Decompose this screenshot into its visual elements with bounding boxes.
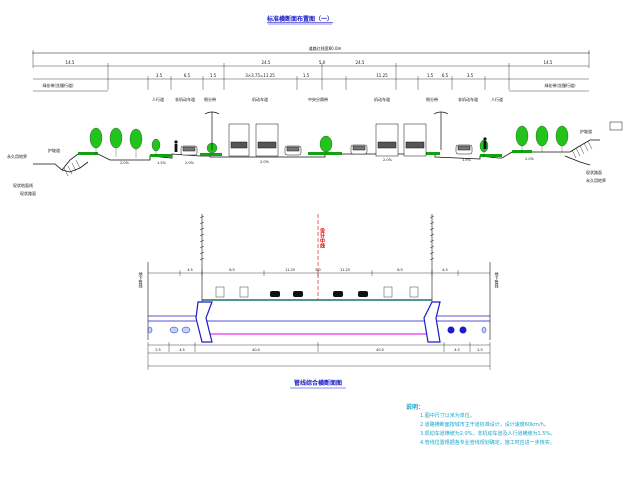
band-label: 非机动车道 bbox=[458, 96, 478, 102]
pipe-dim-bottom: 40.0 bbox=[376, 348, 384, 352]
notes-block: 说明： 1.图中尺寸以米为单位。 2.道路横断面按城市主干道标准设计，设计速度6… bbox=[406, 403, 634, 448]
dim-row2-label: 1.5 bbox=[427, 73, 434, 78]
dim-row2-label: 11.25 bbox=[376, 73, 388, 78]
pipe-dimension-bottom bbox=[147, 342, 491, 370]
pipe-dim-bottom: 2.5 bbox=[477, 348, 483, 352]
dim-row2-label: 3.5 bbox=[156, 73, 163, 78]
band-label: 非机动车道 bbox=[175, 96, 195, 102]
dimension-row-1 bbox=[33, 63, 589, 90]
boundary-ticks bbox=[199, 215, 435, 261]
center-label: 设计中线 bbox=[319, 227, 326, 249]
slope-label: 1.5% bbox=[157, 161, 167, 165]
right-note: 永久用地界 bbox=[586, 177, 606, 183]
right-note: 现状路面 bbox=[586, 169, 602, 175]
note-item: 1.图中尺寸以米为单位。 bbox=[420, 413, 475, 419]
dim-row2-label: 绿化带(含慢行道) bbox=[42, 82, 74, 88]
vehicles bbox=[180, 123, 473, 157]
slope-label: 1.5% bbox=[462, 158, 472, 162]
utility-pipes bbox=[147, 326, 487, 334]
dimension-row-2 bbox=[33, 76, 589, 90]
dim-row1-label: 5.0 bbox=[319, 60, 326, 65]
left-note: 护坡道 bbox=[48, 147, 60, 153]
dim-row1-label: 24.5 bbox=[356, 60, 365, 65]
slope-label: 2.0% bbox=[120, 161, 130, 165]
street-lamp bbox=[204, 111, 449, 150]
car bbox=[284, 144, 368, 156]
top-title: 标准横断面布置图（一） bbox=[266, 15, 333, 23]
slope-label: 2.0% bbox=[383, 158, 393, 162]
overall-dimension-label: 道路红线宽80.0m bbox=[309, 45, 342, 51]
dim-row2-label: 3×3.75=11.25 bbox=[245, 73, 275, 78]
bottom-title: 管线综合横断面图 bbox=[294, 379, 342, 387]
band-label: 侧分带 bbox=[204, 96, 216, 102]
pipe-dim-bottom: 4.5 bbox=[179, 348, 185, 352]
pipe-dim-bottom: 40.0 bbox=[252, 348, 260, 352]
dim-row1-label: 14.5 bbox=[66, 60, 75, 65]
slope-hatching bbox=[63, 140, 593, 177]
design-centerline: 设计中线 bbox=[317, 214, 326, 300]
band-label: 侧分带 bbox=[426, 96, 438, 102]
truck bbox=[228, 123, 279, 157]
slope-label: 2.0% bbox=[525, 157, 535, 161]
car bbox=[455, 144, 473, 155]
dim-row2-label: 6.5 bbox=[442, 73, 449, 78]
pipe-dim-top: 6.5 bbox=[397, 268, 403, 272]
pipe-dim-top: 5.0 bbox=[315, 268, 321, 272]
side-label-left: 地下管线 bbox=[139, 271, 144, 288]
slope-label: 2.0% bbox=[185, 161, 195, 165]
left-note: 现状地面线 bbox=[13, 182, 33, 188]
car bbox=[180, 145, 198, 156]
dim-row2-label: 绿化带(含慢行道) bbox=[544, 82, 576, 88]
lane-vehicles bbox=[215, 286, 419, 298]
pipe-dimension-top bbox=[148, 270, 490, 276]
pipe-dim-bottom: 2.5 bbox=[155, 348, 161, 352]
band-label: 机动车道 bbox=[374, 96, 390, 102]
pipe-dim-top: 11.25 bbox=[340, 268, 350, 272]
band-label: 机动车道 bbox=[252, 96, 268, 102]
note-item: 3.机动车道横坡为2.0%，非机动车道及人行道横坡为1.5%。 bbox=[420, 431, 556, 437]
slope-label: 2.0% bbox=[260, 160, 270, 164]
retaining-wall bbox=[195, 301, 441, 343]
band-label: 人行道 bbox=[152, 96, 164, 102]
band-label: 中央分隔带 bbox=[308, 96, 328, 102]
dim-row2-label: 1.5 bbox=[303, 73, 310, 78]
notes-title: 说明： bbox=[406, 404, 425, 411]
pipe-zone-boundary bbox=[147, 214, 491, 340]
left-note: 永久用地界 bbox=[7, 153, 27, 159]
band-label: 人行道 bbox=[491, 96, 503, 102]
dim-row2-label: 6.5 bbox=[184, 73, 191, 78]
pipe-dim-top: 4.5 bbox=[442, 268, 448, 272]
dim-row1-label: 14.5 bbox=[544, 60, 553, 65]
pipe-dim-top: 6.5 bbox=[229, 268, 235, 272]
dim-row2-label: 1.5 bbox=[210, 73, 217, 78]
note-item: 2.道路横断面按城市主干道标准设计，设计速度60km/h。 bbox=[420, 422, 549, 428]
right-note: 护坡道 bbox=[580, 128, 592, 134]
pipe-dim-bottom: 4.5 bbox=[454, 348, 460, 352]
side-label-right: 地下管线 bbox=[495, 271, 500, 288]
pedestrian bbox=[174, 137, 487, 152]
note-item: 4.管线位置根据各专业管线规划确定，施工时应进一步核实。 bbox=[420, 440, 555, 446]
overall-dimension: 道路红线宽80.0m bbox=[32, 45, 590, 68]
pipe-dim-top: 4.5 bbox=[187, 268, 193, 272]
dim-row2-label: 3.5 bbox=[467, 73, 474, 78]
dim-row1-label: 24.5 bbox=[262, 60, 271, 65]
truck bbox=[375, 123, 427, 157]
pipe-dim-top: 11.25 bbox=[285, 268, 295, 272]
left-note: 现状路面 bbox=[20, 190, 36, 196]
